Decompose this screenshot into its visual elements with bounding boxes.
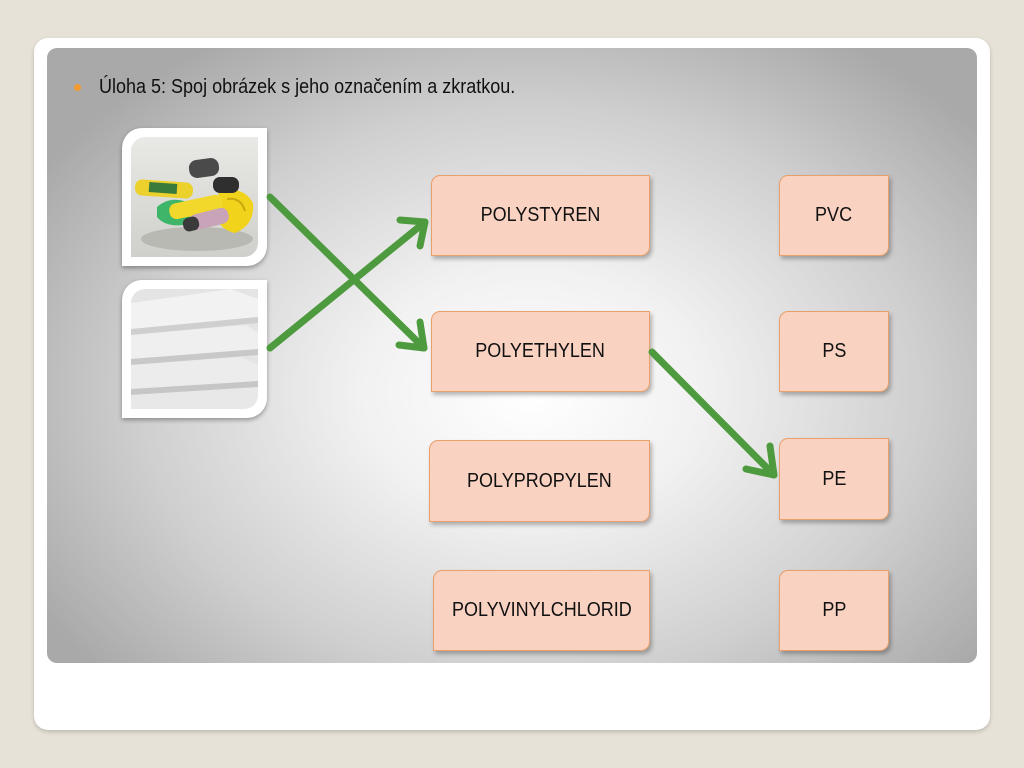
bullet-dot-icon: [74, 83, 81, 91]
name-box-polypropylen[interactable]: POLYPROPYLEN: [429, 440, 650, 522]
plastic-bags-photo: [131, 137, 258, 257]
name-label: POLYPROPYLEN: [467, 469, 612, 492]
abbr-label: PE: [821, 467, 847, 490]
name-label: POLYVINYLCHLORID: [451, 599, 632, 621]
plastic-bags-drawing: [131, 137, 258, 257]
name-label: POLYSTYREN: [480, 204, 601, 226]
abbr-label: PP: [821, 599, 847, 621]
picture-plastic-bags[interactable]: [122, 128, 267, 266]
picture-polystyrene-sheets[interactable]: [122, 280, 267, 418]
abbr-box-pvc[interactable]: PVC: [779, 175, 889, 256]
abbr-box-pe[interactable]: PE: [779, 438, 889, 520]
name-label: POLYETHYLEN: [475, 340, 606, 362]
abbr-box-ps[interactable]: PS: [779, 311, 889, 392]
instruction-bullet: Úloha 5: Spoj obrázek s jeho označením a…: [74, 74, 561, 100]
abbr-box-pp[interactable]: PP: [779, 570, 889, 651]
polystyrene-sheets-drawing: [131, 289, 258, 409]
instruction-text: Úloha 5: Spoj obrázek s jeho označením a…: [99, 75, 516, 98]
abbr-label: PVC: [815, 204, 853, 226]
polystyrene-sheets-photo: [131, 289, 258, 409]
name-box-polystyren[interactable]: POLYSTYREN: [431, 175, 650, 256]
name-box-polyethylen[interactable]: POLYETHYLEN: [431, 311, 650, 392]
abbr-label: PS: [821, 340, 847, 362]
name-box-polyvinylchlorid[interactable]: POLYVINYLCHLORID: [433, 570, 650, 651]
